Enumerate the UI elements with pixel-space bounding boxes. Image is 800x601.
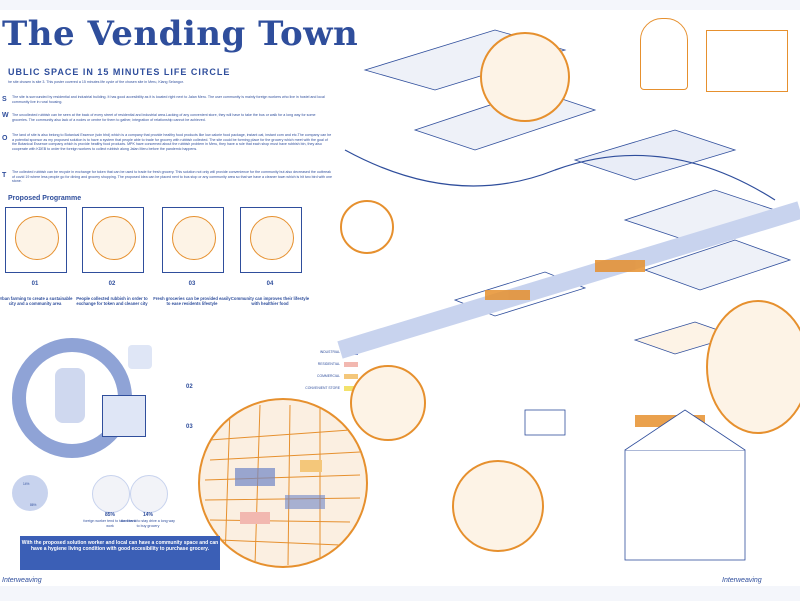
stat-foreign-pct: 85%: [104, 512, 115, 518]
programme-text-2: People collected rubbish in order to exc…: [76, 296, 148, 307]
programme-heading: Proposed Programme: [8, 195, 82, 202]
isometric-town-illustration: [337, 29, 800, 561]
legend-swatch: [344, 374, 358, 379]
programme-num-2: 02: [108, 281, 116, 287]
stat-local-caption: local tend to stay drive a long way to b…: [121, 519, 175, 528]
strength-paragraph: The site is surrounded by residential an…: [12, 95, 325, 104]
urban-farming-illustration: [15, 216, 59, 260]
worker-figure: [55, 368, 85, 423]
swot-letter-s: S: [2, 96, 7, 103]
rubbish-bin-illustration: [128, 345, 152, 369]
tower-building: [640, 18, 688, 90]
legend-label: COMMERCIAL: [317, 374, 340, 378]
grocery-bag-bubble: [452, 460, 544, 552]
site-plan-drawing: [204, 404, 361, 566]
stat-small-2: 86%: [30, 503, 37, 507]
programme-num-4: 04: [266, 281, 274, 287]
opportunity-paragraph: The land of site is also belong to Botan…: [12, 133, 332, 151]
programme-text-4: Community can improves their lifestyle w…: [230, 296, 310, 307]
local-person-avatar: [130, 475, 168, 513]
vending-machine-bubble: [340, 200, 394, 254]
poster-title: The Vending Town: [2, 14, 359, 54]
site-plan-magnifier: [198, 398, 368, 568]
swot-letter-w: W: [2, 112, 9, 119]
conclusion-banner: With the proposed solution worker and lo…: [20, 536, 220, 570]
legend-swatch: [344, 386, 358, 391]
cycle-label-2: 02: [186, 384, 193, 390]
community-illustration: [250, 216, 294, 260]
community-person-bubble: [706, 300, 800, 434]
trellis-structure: [706, 30, 788, 92]
stat-foreign-caption: foreign worker tend to take bus to work: [83, 519, 137, 528]
legend-row: CONVENIENT STORE: [288, 385, 388, 393]
programme-card-2: [82, 207, 144, 273]
swot-letter-o: O: [2, 135, 8, 142]
programme-num-3: 03: [188, 281, 196, 287]
rubbish-collection-illustration: [92, 216, 136, 260]
recycle-bag-bubble: [350, 365, 426, 441]
legend-label: INDUSTRIAL: [319, 350, 340, 354]
legend-row: RESIDENTIAL: [288, 361, 388, 369]
legend-swatch: [344, 362, 358, 367]
programme-text-1: Urban farming to create a sustainable ci…: [0, 296, 73, 307]
stat-small-1: 14%: [23, 482, 30, 486]
legend-row: COMMERCIAL: [288, 373, 388, 381]
legend-label: RESIDENTIAL: [317, 362, 340, 366]
programme-card-1: [5, 207, 67, 273]
programme-card-4: [240, 207, 302, 273]
poster-subtitle: UBLIC SPACE IN 15 MINUTES LIFE CIRCLE: [8, 67, 231, 77]
cycle-label-3: 03: [186, 424, 193, 430]
footer-right: Interweaving: [722, 577, 762, 584]
swot-letter-t: T: [2, 172, 7, 179]
programme-card-3: [162, 207, 224, 273]
stat-local-pct: 14%: [142, 512, 153, 518]
legend-label: CONVENIENT STORE: [305, 386, 340, 390]
intro-paragraph: he site chosen is site 3. This poster co…: [8, 80, 184, 84]
programme-num-1: 01: [31, 281, 39, 287]
programme-text-3: Fresh groceries can be provided easily t…: [153, 296, 231, 307]
threat-paragraph: The collected rubbish can be recycle in …: [12, 170, 332, 184]
grocery-illustration: [172, 216, 216, 260]
pie-chart-local: [12, 475, 48, 511]
weakness-paragraph: The uncollected rubbish can be seen at t…: [12, 113, 316, 122]
footer-left: Interweaving: [2, 577, 42, 584]
grocery-stall-illustration: [102, 395, 146, 437]
foreign-worker-avatar: [92, 475, 130, 513]
hand-plant-bubble: [480, 32, 570, 122]
